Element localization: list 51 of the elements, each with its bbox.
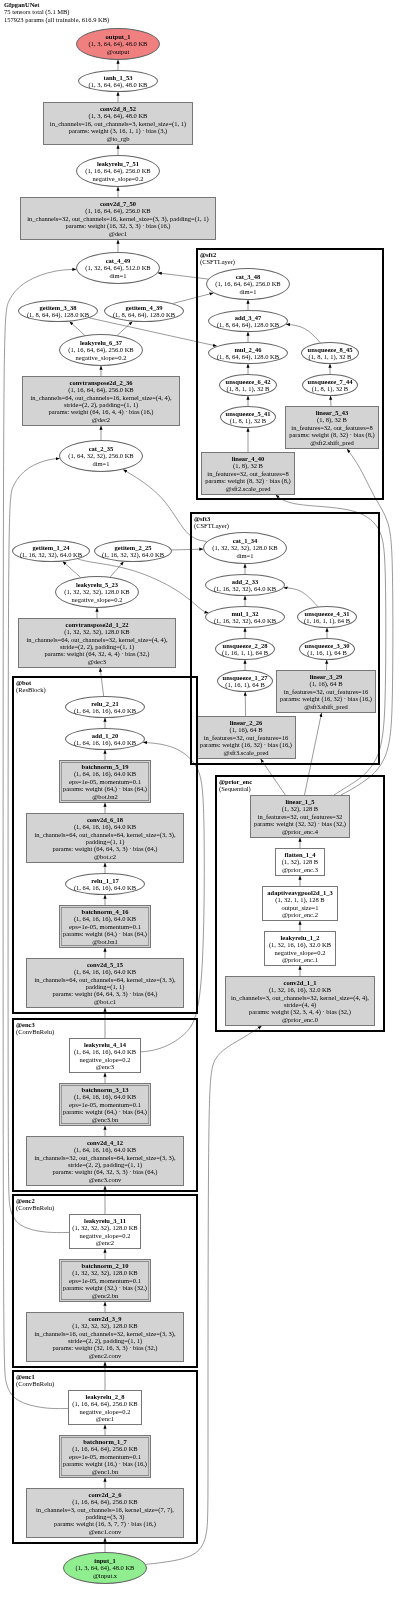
operation-node [65, 728, 145, 750]
operation-node [301, 342, 359, 364]
operation-node [219, 374, 277, 396]
operation-node [206, 268, 290, 300]
operation-node [299, 638, 355, 660]
layer-node [26, 813, 184, 863]
norm-layer-node [59, 1435, 151, 1478]
module-group [12, 1018, 198, 1192]
module-group [196, 248, 384, 500]
operation-node [297, 606, 357, 628]
layer-node [250, 795, 350, 838]
module-output-node [68, 1390, 142, 1425]
operation-node [302, 374, 358, 396]
operation-node [94, 540, 172, 562]
norm-layer-node [59, 1259, 151, 1302]
layer-node [276, 670, 376, 713]
operation-node [217, 670, 273, 692]
module-group [12, 1194, 198, 1368]
layer-node [20, 197, 216, 240]
operation-node [203, 532, 287, 564]
operation-node [215, 638, 275, 660]
operation-node [220, 406, 276, 428]
layer-node [225, 976, 375, 1026]
layer-node [22, 376, 180, 426]
module-group [190, 512, 380, 765]
norm-layer-node [59, 760, 151, 803]
layer-node [285, 406, 379, 449]
layer-node [26, 1136, 184, 1186]
layer-node [18, 618, 176, 668]
operation-node [208, 310, 288, 332]
module-output-node [262, 886, 338, 921]
layer-node [26, 958, 184, 1008]
layer-node [196, 716, 296, 759]
norm-layer-node [59, 905, 151, 948]
layer-node [26, 1488, 184, 1538]
norm-layer-node [59, 1083, 151, 1126]
layer-node [43, 102, 193, 145]
module-group [215, 775, 385, 1032]
operation-node [12, 540, 90, 562]
module-group [12, 1370, 198, 1544]
layer-node [201, 452, 295, 495]
module-output-node [69, 1038, 141, 1073]
layer-node [26, 1312, 184, 1362]
operation-node [104, 300, 184, 322]
operation-node [18, 300, 98, 322]
module-group [12, 676, 198, 1014]
module-output-node [264, 931, 336, 966]
operation-node [208, 342, 288, 364]
module-output-node [275, 848, 325, 876]
module-output-node [69, 1214, 141, 1249]
operation-node [205, 606, 285, 628]
